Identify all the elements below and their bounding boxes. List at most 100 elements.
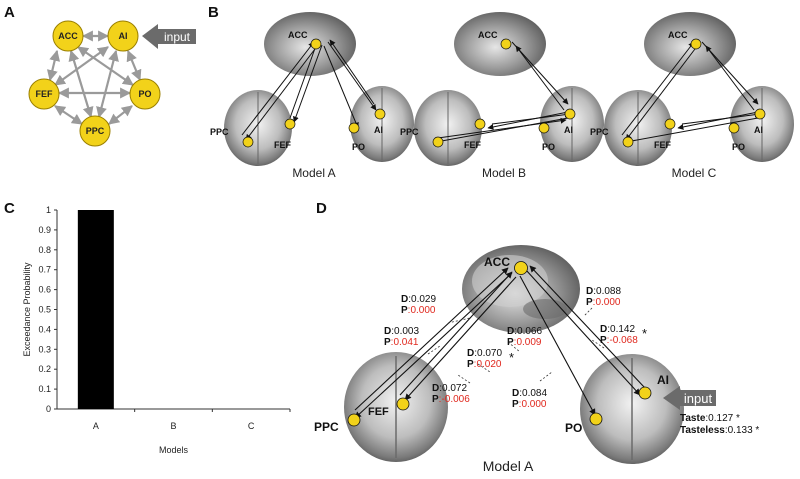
connection-arrow <box>327 41 377 111</box>
connection-arrow <box>677 111 759 130</box>
panel-label-d: D <box>316 200 327 217</box>
x-tick-label: A <box>93 421 99 431</box>
node-ai: AI <box>107 20 139 52</box>
connection-arrow <box>241 41 315 136</box>
connection-arrow <box>435 117 569 144</box>
ppc-node <box>622 136 634 148</box>
connection-arrow <box>323 45 359 129</box>
panel-label-b: B <box>208 4 219 21</box>
d-value: D:0.142 <box>600 324 635 335</box>
model-caption: Model A <box>292 166 335 180</box>
po-label: PO <box>352 142 365 152</box>
p-value: P:0.000 <box>586 297 621 308</box>
ppc-node <box>347 413 361 427</box>
connection-arrow <box>487 111 569 130</box>
bar-a <box>77 210 114 409</box>
model-a-caption: Model A <box>483 458 534 474</box>
y-tick-label: 0.9 <box>38 225 51 235</box>
ai-node <box>564 108 576 120</box>
po-label: PO <box>542 142 555 152</box>
acc-brain <box>264 12 356 76</box>
d-value: D:0.003 <box>384 326 419 337</box>
ppc-node <box>432 136 444 148</box>
model-caption: Model B <box>482 166 526 180</box>
fef-label: FEF <box>464 140 482 150</box>
po-label: PO <box>565 421 582 435</box>
p-value: P:0.041 <box>384 337 419 348</box>
node-ai-label: AI <box>119 31 128 41</box>
model-caption: Model C <box>672 166 717 180</box>
node-ppc: PPC <box>79 115 111 147</box>
connection-parameters: D:0.029P:0.000D:0.003P:0.041D:0.070P:0.0… <box>384 286 647 410</box>
d-value: D:0.029 <box>401 294 436 305</box>
acc-node <box>514 261 528 275</box>
input-arrow: input <box>142 24 196 49</box>
d-value: D:0.072 <box>432 383 467 394</box>
ai-brain <box>580 354 684 464</box>
p-value: P:0.009 <box>507 337 542 348</box>
ppc-node <box>242 136 254 148</box>
p-value: P:0.000 <box>512 399 547 410</box>
fef-label: FEF <box>368 406 389 418</box>
panel-label-c: C <box>4 200 15 217</box>
y-tick-label: 0.7 <box>38 265 51 275</box>
network-diagram: ACC AI FEF PO PPC input <box>28 20 196 147</box>
connection-arrow <box>245 44 319 141</box>
p-value: P:-0.068 <box>600 335 638 346</box>
po-label: PO <box>732 142 745 152</box>
connections <box>354 265 646 419</box>
ai-label: AI <box>374 125 383 135</box>
panel-label-a: A <box>4 4 15 21</box>
model-b: ACC PPC FEF PO AI Model B <box>400 12 604 180</box>
node-po-label: PO <box>138 89 151 99</box>
acc-brain <box>462 245 580 333</box>
d-value: D:0.088 <box>586 286 621 297</box>
acc-label: ACC <box>668 30 688 40</box>
d-value: D:0.084 <box>512 388 547 399</box>
acc-node <box>310 38 322 50</box>
ai-label: AI <box>564 125 573 135</box>
ppc-label: PPC <box>590 127 609 137</box>
y-tick-label: 0 <box>46 404 51 414</box>
acc-brain <box>644 12 736 76</box>
input-label: input <box>164 30 191 44</box>
ppc-label: PPC <box>400 127 419 137</box>
taste-param: Taste:0.127 * <box>680 413 740 424</box>
connection-arrow <box>515 45 565 111</box>
fef-node <box>664 118 676 130</box>
po-node <box>589 412 603 426</box>
significance-star: * <box>642 326 647 341</box>
ai-node <box>374 108 386 120</box>
connection-arrow <box>329 39 375 105</box>
y-tick-label: 0.4 <box>38 324 51 334</box>
d-value: D:0.070 <box>467 348 502 359</box>
y-tick-label: 0.5 <box>38 305 51 315</box>
y-tick-label: 0.3 <box>38 344 51 354</box>
x-axis-label: Models <box>159 445 189 455</box>
ai-label: AI <box>754 125 763 135</box>
acc-label: ACC <box>478 30 498 40</box>
model-a: ACC PPC FEF PO AI Model A <box>210 12 414 180</box>
y-tick-label: 1 <box>46 205 51 215</box>
acc-label: ACC <box>484 255 510 269</box>
node-po: PO <box>129 78 161 110</box>
ppc-label: PPC <box>210 127 229 137</box>
connection-arrow <box>681 111 761 125</box>
p-value: P:0.000 <box>401 305 436 316</box>
y-tick-label: 0.1 <box>38 384 51 394</box>
po-node <box>538 122 550 134</box>
fef-label: FEF <box>274 140 292 150</box>
po-node <box>728 122 740 134</box>
node-fef: FEF <box>28 78 60 110</box>
connection-arrow <box>625 117 759 144</box>
acc-label: ACC <box>288 30 308 40</box>
